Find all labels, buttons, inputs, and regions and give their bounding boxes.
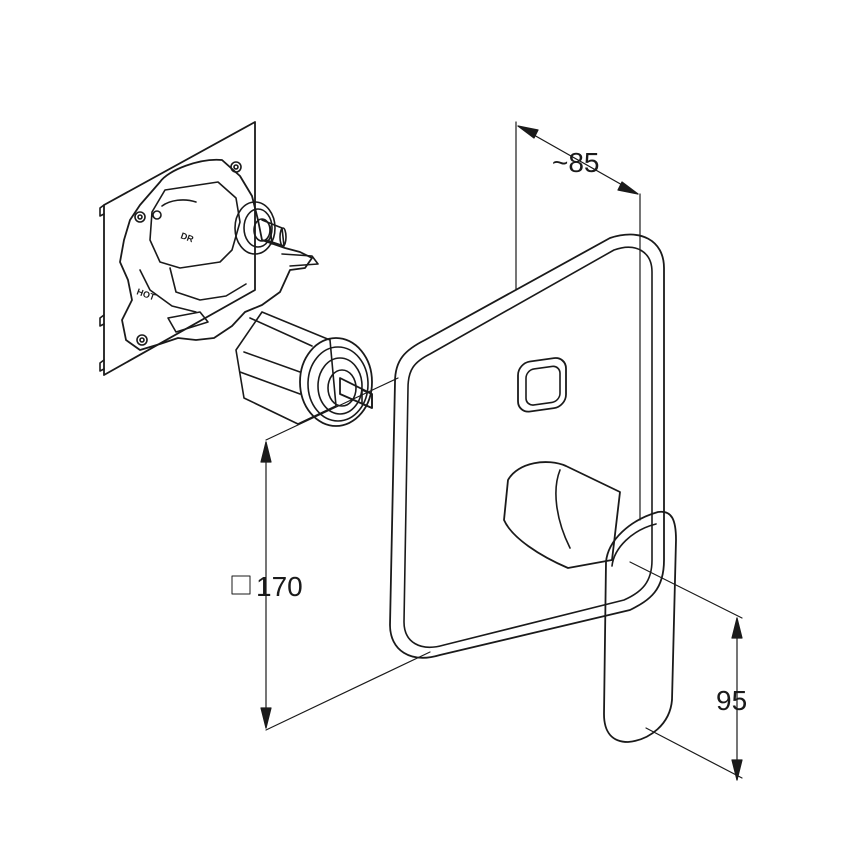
diverter-button xyxy=(517,357,567,413)
arrow-icon xyxy=(617,181,639,195)
arrow-icon xyxy=(260,707,272,729)
housing-detail xyxy=(161,199,197,207)
housing-detail xyxy=(169,267,247,301)
plate-tab xyxy=(99,359,105,372)
housing-detail xyxy=(139,269,197,313)
bolt-icon xyxy=(136,334,148,346)
plate-tab xyxy=(99,204,105,217)
handle-detail xyxy=(555,469,571,549)
arrow-icon xyxy=(517,125,539,139)
handle-lever xyxy=(603,510,677,743)
rough-in-valve: DR HOT xyxy=(99,121,373,427)
bolt-icon xyxy=(134,211,146,223)
valve-housing xyxy=(119,158,313,351)
dimension-depth: ~85 xyxy=(515,121,641,521)
dimension-line xyxy=(517,125,639,195)
mounting-plate xyxy=(103,121,256,376)
dimension-handle-height: 95 xyxy=(629,561,747,781)
diverter-button-inner xyxy=(525,365,561,406)
cover-plate xyxy=(389,233,665,659)
valve-lever xyxy=(167,311,209,333)
dimension-plate-size: 170 xyxy=(231,377,431,731)
valve-label-hot: HOT xyxy=(135,286,157,302)
dimension-label-depth: ~85 xyxy=(552,147,600,178)
arrow-icon xyxy=(260,441,272,463)
arrow-icon xyxy=(731,759,743,781)
extension-line xyxy=(265,651,431,731)
top-inlet-fitting xyxy=(234,201,287,255)
dimension-label-handle-height: 95 xyxy=(716,685,747,716)
cover-plate-edge xyxy=(403,246,653,648)
cover-plate-outline xyxy=(389,233,665,659)
valve-cartridge xyxy=(235,311,373,427)
handle-base xyxy=(503,461,621,569)
valve-lever xyxy=(281,253,319,267)
housing-detail xyxy=(149,181,241,269)
extension-line xyxy=(265,377,399,441)
bolt-icon xyxy=(152,210,162,220)
handle-lever-edge xyxy=(611,523,657,567)
arrow-icon xyxy=(731,617,743,639)
extension-line xyxy=(645,727,743,779)
bolt-icon xyxy=(230,161,242,173)
lever-handle xyxy=(503,461,677,743)
bolt-icon xyxy=(139,337,145,343)
dimension-label-plate-size: 170 xyxy=(256,571,303,602)
square-symbol-icon xyxy=(231,575,251,595)
plate-tab xyxy=(99,314,105,327)
valve-label-outlet: DR xyxy=(179,230,195,244)
bolt-icon xyxy=(137,214,143,220)
extension-line xyxy=(629,561,743,619)
bolt-icon xyxy=(233,164,239,170)
